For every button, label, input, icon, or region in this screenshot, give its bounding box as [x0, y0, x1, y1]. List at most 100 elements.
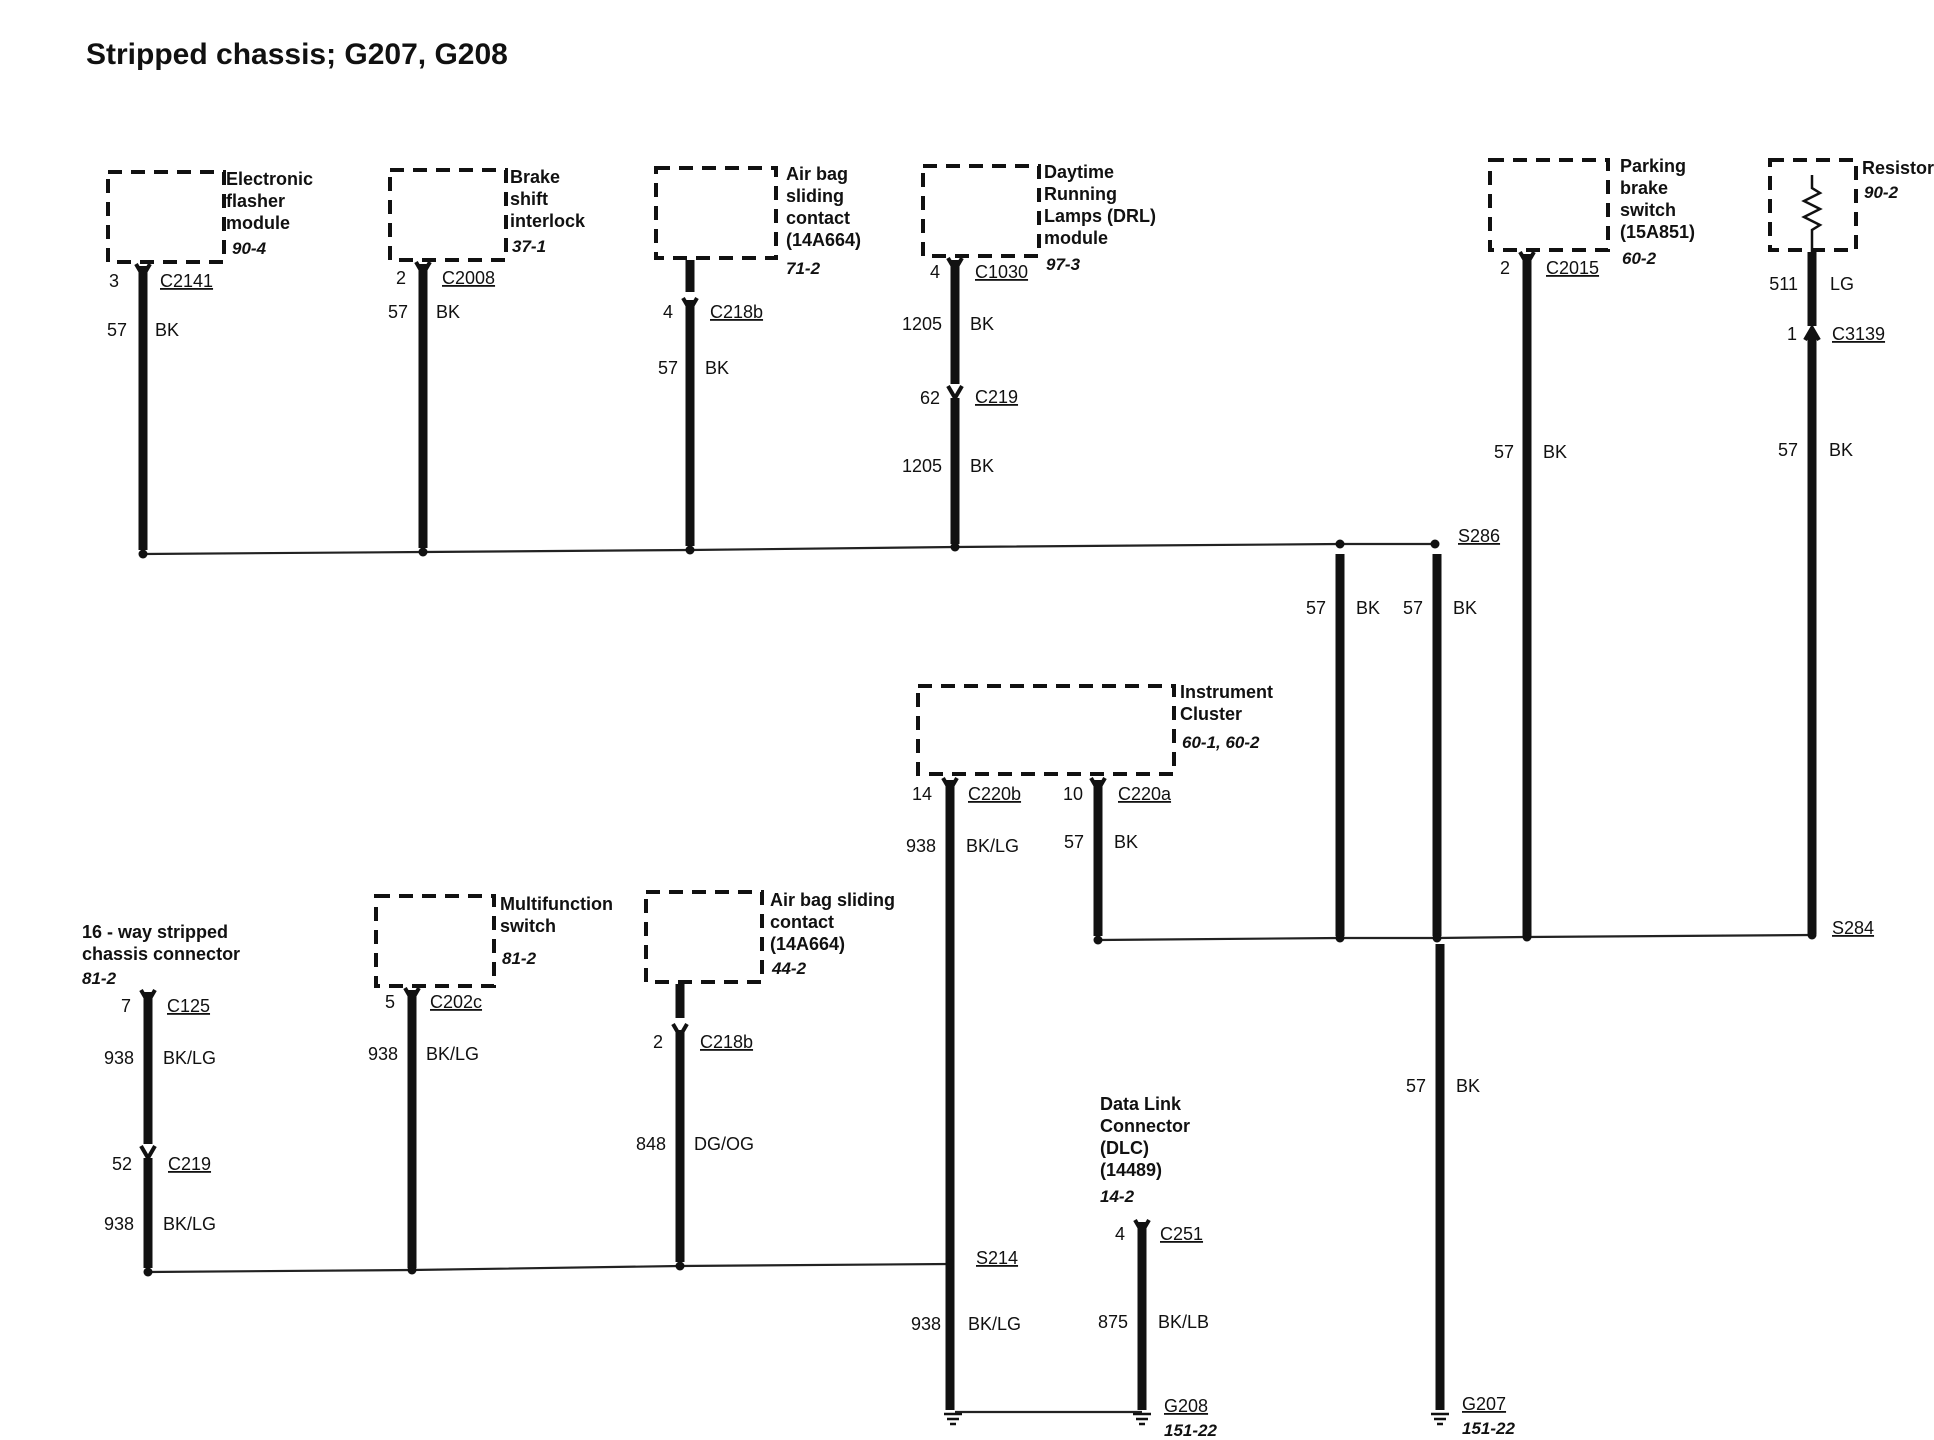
component-label-line: (15A851): [1620, 222, 1695, 242]
component-ref: 81-2: [502, 949, 537, 968]
component-ref: 71-2: [786, 259, 821, 278]
ground-bus-middle: [1097, 933, 1813, 942]
stripped-chassis-connector: 16 - way stripped chassis connector 81-2: [82, 922, 240, 988]
connector-c2008: 2 C2008: [396, 268, 495, 288]
connector-name: C2008: [442, 268, 495, 288]
connector-c1030: 4 C1030: [930, 262, 1028, 282]
component-label-line: Resistor: [1862, 158, 1934, 178]
component-label-line: Lamps (DRL): [1044, 206, 1156, 226]
connector-name: C1030: [975, 262, 1028, 282]
connector-name: C219: [168, 1154, 211, 1174]
wire-label-938-bklg: 938 BK/LG: [911, 1314, 1021, 1334]
ground-icon: [1133, 1412, 1151, 1426]
component-label-line: Cluster: [1180, 704, 1242, 724]
wire-color: BK: [436, 302, 460, 322]
circuit-number: 57: [658, 358, 678, 378]
circuit-number: 1205: [902, 314, 942, 334]
pin-number: 1: [1787, 324, 1797, 344]
ground-name: G208: [1164, 1396, 1208, 1416]
ground-ref: 151-22: [1164, 1421, 1217, 1440]
pin-number: 7: [121, 996, 131, 1016]
wire-label-57-bk: 57 BK: [658, 358, 729, 378]
circuit-number: 57: [1403, 598, 1423, 618]
component-label-line: 16 - way stripped: [82, 922, 228, 942]
air-bag-sliding-contact-top: Air bag sliding contact (14A664) 71-2: [654, 164, 861, 278]
component-box: [921, 164, 1041, 258]
component-label-line: interlock: [510, 211, 586, 231]
circuit-number: 938: [104, 1214, 134, 1234]
wire-color: BK/LG: [163, 1048, 216, 1068]
connector-name: C220b: [968, 784, 1021, 804]
circuit-number: 848: [636, 1134, 666, 1154]
brake-shift-interlock: Brake shift interlock 37-1: [388, 167, 586, 262]
splice-point: [950, 542, 960, 552]
pin-number: 2: [1500, 258, 1510, 278]
splice-point: [1093, 935, 1103, 945]
circuit-number: 57: [107, 320, 127, 340]
ground-ref: 151-22: [1462, 1419, 1515, 1438]
splice-s284: S284: [1832, 918, 1874, 938]
connector-c219-top: 62 C219: [920, 387, 1018, 408]
connector-name: C251: [1160, 1224, 1203, 1244]
circuit-number: 511: [1769, 274, 1798, 294]
wire-color: BK: [1543, 442, 1567, 462]
wire-color: BK: [1356, 598, 1380, 618]
wire-color: BK: [970, 314, 994, 334]
wire-label-57-bk: 57 BK: [1778, 440, 1853, 460]
splice-point: [143, 1267, 153, 1277]
splice-point: [685, 545, 695, 555]
component-ref: 97-3: [1046, 255, 1081, 274]
connector-c220b: 14 C220b: [912, 784, 1021, 804]
wire-color: BK: [1829, 440, 1853, 460]
component-label-line: flasher: [226, 191, 285, 211]
component-box: [1488, 158, 1610, 252]
component-label-line: Multifunction: [500, 894, 613, 914]
splice-point: [1335, 539, 1345, 549]
component-label-line: Electronic: [226, 169, 313, 189]
component-ref: 60-2: [1622, 249, 1657, 268]
ground-g208: G208 151-22: [1164, 1396, 1217, 1440]
wire-color: BK: [1114, 832, 1138, 852]
component-ref: 14-2: [1100, 1187, 1135, 1206]
wire-color: BK/LG: [968, 1314, 1021, 1334]
splice-point: [1432, 933, 1442, 943]
connector-c220a: 10 C220a: [1063, 784, 1172, 804]
circuit-number: 57: [1064, 832, 1084, 852]
wire-label-1205-bk: 1205 BK: [902, 314, 994, 334]
connector-c2015: 2 C2015: [1500, 258, 1599, 278]
wire-label-848-dgog: 848 DG/OG: [636, 1134, 754, 1154]
component-label-line: Parking: [1620, 156, 1686, 176]
splice-point: [1807, 930, 1817, 940]
pin-number: 3: [109, 271, 119, 291]
wire-color: LG: [1830, 274, 1854, 294]
connector-symbol: [946, 384, 964, 402]
wire-label-938-bklg: 938 BK/LG: [104, 1214, 216, 1234]
component-ref: 37-1: [512, 237, 546, 256]
splice-point: [1430, 539, 1440, 549]
component-label-line: Running: [1044, 184, 1117, 204]
connector-symbol: [1803, 324, 1821, 342]
splice-s214: S214: [976, 1248, 1018, 1268]
wire-label-1205-bk: 1205 BK: [902, 456, 994, 476]
connector-name: C218b: [700, 1032, 753, 1052]
pin-number: 62: [920, 388, 940, 408]
connector-name: C2015: [1546, 258, 1599, 278]
resistor: Resistor 90-2: [1768, 158, 1934, 252]
component-box: [654, 166, 778, 260]
component-ref: 60-1, 60-2: [1182, 733, 1260, 752]
component-ref: 81-2: [82, 969, 117, 988]
wire-label-57-bk: 57 BK: [1494, 442, 1567, 462]
ground-icon: [944, 1412, 962, 1426]
connector-name: C3139: [1832, 324, 1885, 344]
ground-name: G207: [1462, 1394, 1506, 1414]
connector-c218b-bottom: 2 C218b: [653, 1032, 753, 1052]
air-bag-sliding-contact-bottom: Air bag sliding contact (14A664) 44-2: [644, 890, 895, 984]
connector-name: C202c: [430, 992, 482, 1012]
component-label-line: switch: [1620, 200, 1676, 220]
component-label-line: module: [1044, 228, 1108, 248]
component-box: [916, 684, 1176, 776]
component-label-line: (14489): [1100, 1160, 1162, 1180]
circuit-number: 1205: [902, 456, 942, 476]
component-label-line: (14A664): [786, 230, 861, 250]
